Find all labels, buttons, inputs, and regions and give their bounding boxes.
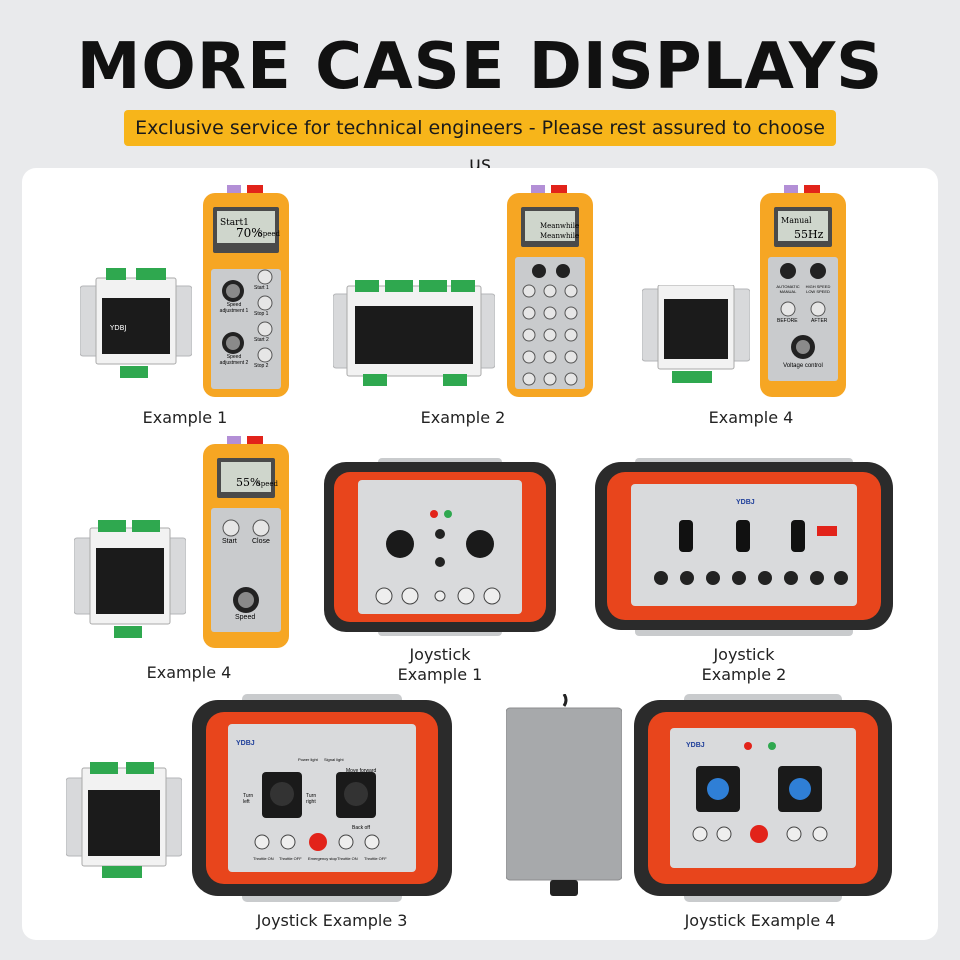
joy3-label-estop: Emergency stop (308, 856, 337, 861)
joy3-label-signal: Signal light (324, 757, 344, 762)
caption-example-2: Example 2 (420, 408, 506, 427)
receiver-box-5 (66, 762, 182, 878)
joystick-remote-2 (595, 458, 893, 636)
caption-example-4-top: Example 4 (708, 408, 794, 427)
joy3-label-thr-off-2: Throttle OFF (364, 856, 387, 861)
remote-ex4 (203, 436, 289, 648)
ex1-btn-start2: Start 2 (254, 337, 269, 343)
caption-joystick-2-line2: Example 2 (701, 665, 787, 684)
subtitle-banner: Exclusive service for technical engineer… (124, 110, 836, 175)
joy3-brand: YDBJ (236, 740, 255, 747)
joy3-label-thr-on-2: Throttle ON (337, 856, 358, 861)
ex1-btn-stop1: Stop 1 (254, 311, 269, 317)
caption-joystick-3: Joystick Example 3 (256, 911, 408, 930)
caption-joystick-1-line2: Example 1 (397, 665, 483, 684)
ex3-label-after: AFTER (811, 318, 828, 324)
remote-ex2 (507, 185, 593, 397)
page-title: MORE CASE DISPLAYS (76, 30, 884, 104)
ex1-lcd-unit: Speed (258, 230, 281, 238)
joy3-label-left: Turn left (243, 793, 254, 805)
ex2-lcd-line1: Meanwhile (540, 222, 580, 230)
joy4-brand: YDBJ (686, 742, 705, 749)
remote-ex1 (203, 185, 289, 397)
caption-joystick-2: Joystick Example 2 (684, 645, 804, 685)
joy2-brand: YDBJ (736, 499, 755, 506)
ex3-label-before: BEFORE (777, 318, 798, 324)
ex1-btn-start1: Start 1 (254, 285, 269, 291)
ex4-lcd-unit: Speed (256, 480, 279, 488)
ex4-btn-close: Close (252, 538, 270, 545)
caption-example-1: Example 1 (142, 408, 228, 427)
ex1-knob1-label: Speed adjustment 1 (219, 302, 249, 314)
ex3-label-speed: HIGH SPEED LOW SPEED (805, 284, 831, 294)
receiver-box-1: YDBJ (80, 268, 192, 378)
caption-example-4-mid: Example 4 (146, 663, 232, 682)
ex3-knob-label: Voltage control (783, 363, 823, 369)
joy3-label-right: Turn right (306, 793, 317, 805)
joystick-remote-4 (634, 694, 892, 902)
joy3-label-back: Back off (352, 825, 370, 831)
receiver-box-4 (74, 520, 186, 638)
brand-logo-text: YDBJ (109, 324, 127, 332)
caption-joystick-1-line1: Joystick (409, 645, 471, 664)
joystick-remote-1 (324, 458, 556, 636)
ex1-btn-stop2: Stop 2 (254, 363, 269, 369)
joy3-label-forward: Move forward (346, 768, 377, 774)
joystick-remote-3 (192, 694, 452, 902)
ex3-lcd-title: Manual (781, 216, 812, 225)
remote-ex3 (760, 185, 846, 397)
caption-joystick-4: Joystick Example 4 (684, 911, 836, 930)
ex4-knob-label: Speed (235, 614, 256, 621)
ex1-lcd-title: Start1 (220, 218, 249, 228)
receiver-enclosure (506, 694, 622, 896)
joy3-label-thr-off-1: Throttle OFF (279, 856, 302, 861)
caption-joystick-2-line1: Joystick (713, 645, 775, 664)
receiver-box-2 (333, 280, 495, 386)
ex1-knob2-label: Speed adjustment 2 (219, 354, 249, 366)
ex3-label-auto: AUTOMATIC MANUAL (776, 284, 800, 294)
ex4-btn-start: Start (222, 538, 237, 545)
receiver-box-3 (642, 285, 750, 383)
ex1-lcd-value: 70% (236, 226, 263, 240)
ex2-lcd-line2: Meanwhile (540, 232, 580, 240)
joy3-label-power: Power light (298, 757, 318, 762)
ex4-lcd-value: 55% (236, 476, 261, 489)
caption-joystick-1: Joystick Example 1 (380, 645, 500, 685)
ex3-lcd-value: 55Hz (794, 228, 824, 241)
joy3-label-thr-on-1: Throttle ON (253, 856, 274, 861)
